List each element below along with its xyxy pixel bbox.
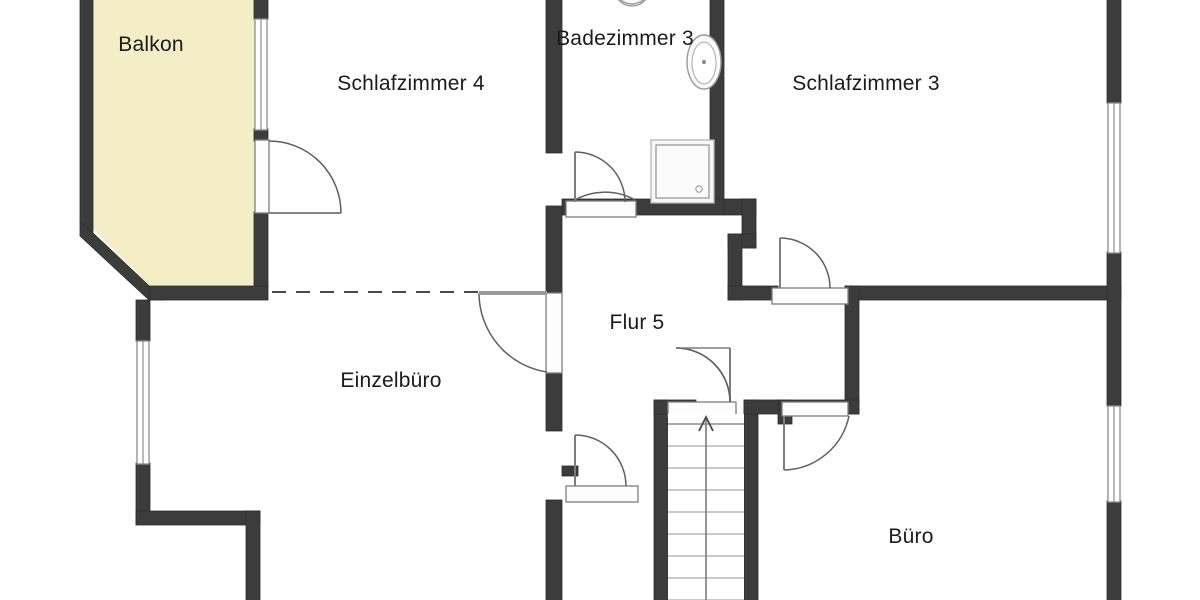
fixtures-group <box>617 0 744 600</box>
balcony-fill-shape <box>93 0 266 287</box>
wall-hall-step-horiz-2 <box>727 285 779 301</box>
windows-group <box>136 18 1121 503</box>
wall-stair-north-right <box>743 399 780 415</box>
toilet-icon <box>617 0 647 7</box>
wall-east-top <box>1106 0 1122 104</box>
window-buero-east <box>1107 405 1121 503</box>
wall-central-top <box>545 0 563 154</box>
wall-east-bottom <box>1106 500 1122 600</box>
shower-icon <box>650 139 715 204</box>
door-stairs-top[interactable] <box>667 347 737 417</box>
wall-stair-west <box>653 399 669 600</box>
door-einzelbuero-lower[interactable] <box>565 434 639 503</box>
wall-schlafzimmer4-west-mid <box>253 128 269 142</box>
wall-east-mid <box>1106 251 1122 407</box>
wall-flur-east <box>844 285 860 415</box>
wall-southwest-step-vertical <box>245 510 261 600</box>
door-badezimmer-3[interactable] <box>565 151 637 218</box>
doors-group <box>254 139 850 503</box>
wall-central-mid <box>545 205 563 297</box>
door-buero-flur[interactable] <box>781 401 850 471</box>
balcony-area <box>93 0 266 287</box>
window-schlafzimmer-3-east <box>1107 102 1121 254</box>
wall-balcony-south <box>148 285 269 301</box>
sink-icon <box>686 34 722 90</box>
wall-central-bottom <box>545 499 563 600</box>
wall-west-upper <box>135 299 151 342</box>
wall-schlafzimmer4-west-top <box>253 0 269 20</box>
door-einzelbuero-flur[interactable] <box>478 291 563 374</box>
wall-stair-east <box>743 399 759 600</box>
window-balkon-north <box>254 18 268 131</box>
door-schlafzimmer-3-flur[interactable] <box>771 237 849 305</box>
window-einzelbuero-west <box>136 340 150 465</box>
wall-central-door-stub <box>561 465 579 477</box>
door-balkon-schlafzimmer-4[interactable] <box>254 139 342 214</box>
wall-schlafzimmer3-south <box>844 285 1122 301</box>
wall-balcony-west <box>79 0 94 234</box>
wall-schlafzimmer4-west-bottom <box>253 211 269 289</box>
wall-southwest-step-horizontal <box>135 510 261 526</box>
wall-central-lower <box>545 372 563 432</box>
staircase-icon <box>668 414 744 600</box>
